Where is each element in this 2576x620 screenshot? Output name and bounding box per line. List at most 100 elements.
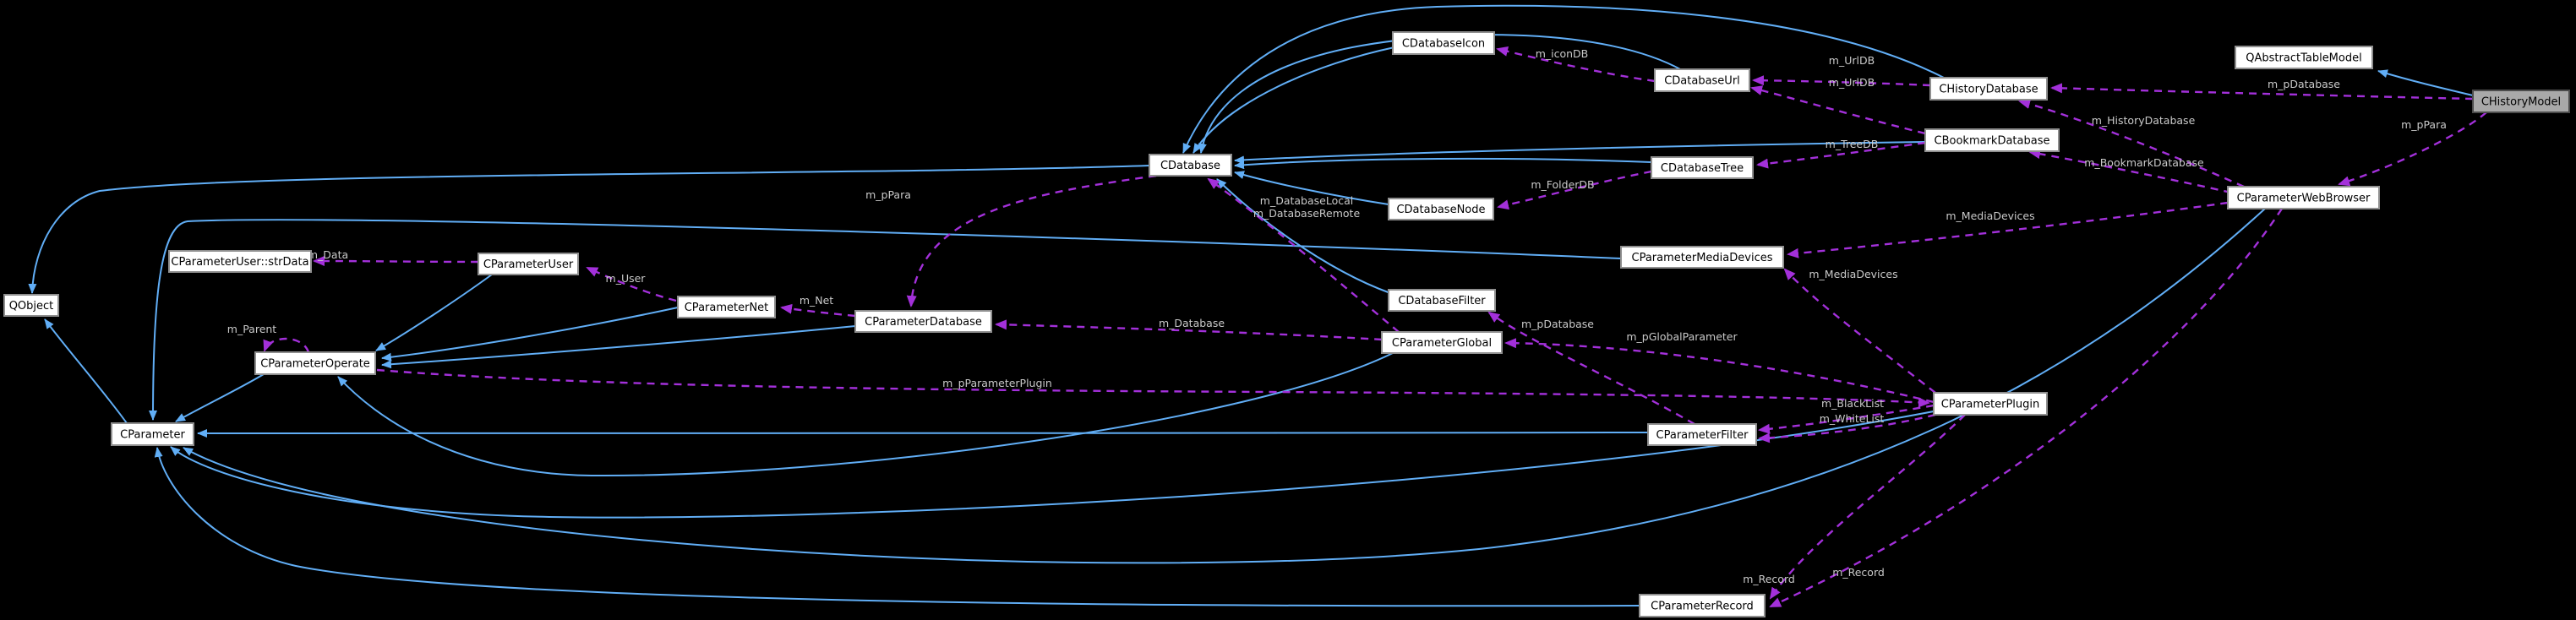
edge-label: m_WhiteList xyxy=(1820,412,1885,425)
edge-label: m_MediaDevices xyxy=(1809,268,1897,280)
node-box[interactable] xyxy=(1933,392,2048,416)
edge-CParameterOperate-CParameterOperate xyxy=(263,337,310,353)
node-CParameterOperate[interactable]: CParameterOperate xyxy=(254,351,376,375)
node-label: CParameterMediaDevices xyxy=(1632,252,1773,264)
node-box[interactable] xyxy=(1392,31,1495,55)
node-box[interactable] xyxy=(2235,46,2373,69)
node-label: QAbstractTableModel xyxy=(2246,52,2361,65)
node-box[interactable] xyxy=(111,422,194,446)
edge-CDatabaseTree-CDatabaseNode xyxy=(1497,170,1652,210)
edge-CParameterDatabase-CParameterOperate xyxy=(381,325,856,369)
node-CDatabase[interactable]: CDatabase xyxy=(1149,154,1232,177)
node-CHistoryDatabase[interactable]: CHistoryDatabase xyxy=(1929,77,2048,101)
edge-label: m_pPara xyxy=(865,188,911,201)
node-CHistoryModel[interactable]: CHistoryModel xyxy=(2472,90,2570,113)
edge-CParameterPlugin-CParameter xyxy=(170,411,1935,519)
edge-label: m_Net xyxy=(800,294,833,307)
edge-label: m_MediaDevices xyxy=(1946,209,2034,222)
node-QAbstractTableModel[interactable]: QAbstractTableModel xyxy=(2235,46,2373,69)
edge-label: m_DatabaseLocal xyxy=(1260,194,1353,207)
node-box[interactable] xyxy=(1651,156,1754,179)
node-box[interactable] xyxy=(168,250,312,273)
edge-CHistoryDatabase-CDatabaseUrl xyxy=(1752,75,1931,87)
edge-label: m_UrlDB xyxy=(1829,76,1875,89)
node-CDatabaseIcon[interactable]: CDatabaseIcon xyxy=(1392,31,1495,55)
edge-label: m_pGlobalParameter xyxy=(1626,330,1738,343)
node-box[interactable] xyxy=(478,253,579,275)
node-box[interactable] xyxy=(677,296,776,318)
edge-CParameterNet-CParameterUser xyxy=(586,266,677,302)
node-CParameterMediaDevices[interactable]: CParameterMediaDevices xyxy=(1620,246,1784,269)
node-box[interactable] xyxy=(854,310,992,333)
node-label: CHistoryModel xyxy=(2481,96,2561,109)
edge-CParameterPlugin-CParameterGlobal xyxy=(1504,338,1935,404)
node-box[interactable] xyxy=(3,294,59,317)
edge-CParameterPlugin-CParameterMediaDevices xyxy=(1783,268,1936,394)
node-box[interactable] xyxy=(1381,331,1503,354)
edge-CDatabaseNode-CDatabase xyxy=(1234,171,1389,205)
node-CParameterWebBrowser[interactable]: CParameterWebBrowser xyxy=(2227,186,2380,209)
edge-CParameter-QObject xyxy=(44,318,128,424)
edge-CParameterRecord-CParameter xyxy=(154,447,1640,607)
node-box[interactable] xyxy=(2472,90,2570,113)
edge-label: m_HistoryDatabase xyxy=(2092,114,2196,127)
node-CDatabaseTree[interactable]: CDatabaseTree xyxy=(1651,156,1754,179)
node-box[interactable] xyxy=(1620,246,1784,269)
edge-label: m_Data xyxy=(308,248,348,261)
node-label: CParameterGlobal xyxy=(1392,337,1492,350)
edge-label: m_FolderDB xyxy=(1531,178,1594,191)
edge-CDatabaseTree-CDatabase xyxy=(1234,157,1652,170)
node-CParameterUser::strData[interactable]: CParameterUser::strData xyxy=(168,250,312,273)
node-label: QObject xyxy=(9,300,54,313)
node-box[interactable] xyxy=(1929,77,2048,101)
edge-CHistoryModel-CHistoryDatabase xyxy=(2050,83,2474,101)
node-label: CHistoryDatabase xyxy=(1939,84,2038,96)
edge-CParameterOperate-CParameterPlugin xyxy=(376,368,1930,408)
edge-label: m_Database xyxy=(1159,317,1225,329)
edge-CBookmarkDatabase-CDatabase xyxy=(1234,141,1926,165)
node-box[interactable] xyxy=(1149,154,1232,177)
edge-CParameterWebBrowser-CParameterMediaDevices xyxy=(1787,201,2229,258)
node-box[interactable] xyxy=(254,351,376,375)
node-box[interactable] xyxy=(1647,423,1757,446)
edge-CDatabaseFilter-CDatabase xyxy=(1216,178,1391,294)
edge-CParameterNet-CParameterOperate xyxy=(381,307,679,362)
edge-CParameterOperate-CParameter xyxy=(175,373,265,422)
node-QObject[interactable]: QObject xyxy=(3,294,59,317)
node-box[interactable] xyxy=(2227,186,2380,209)
node-CBookmarkDatabase[interactable]: CBookmarkDatabase xyxy=(1924,128,2060,152)
node-CDatabaseNode[interactable]: CDatabaseNode xyxy=(1388,198,1494,220)
edge-CParameterGlobal-CDatabase xyxy=(1207,177,1400,333)
node-box[interactable] xyxy=(1388,289,1496,312)
node-CDatabaseUrl[interactable]: CDatabaseUrl xyxy=(1654,68,1750,92)
node-CParameterRecord[interactable]: CParameterRecord xyxy=(1639,594,1766,617)
node-CDatabaseFilter[interactable]: CDatabaseFilter xyxy=(1388,289,1496,312)
edge-CParameterFilter-CParameter xyxy=(197,428,1649,438)
node-label: CDatabaseFilter xyxy=(1398,295,1486,307)
edge-CBookmarkDatabase-CDatabaseTree xyxy=(1756,141,1926,169)
node-CParameter[interactable]: CParameter xyxy=(111,422,194,446)
node-CParameterUser[interactable]: CParameterUser xyxy=(478,253,579,275)
edge-CParameterPlugin-CParameterRecord xyxy=(1769,414,1966,600)
node-label: CDatabaseUrl xyxy=(1664,75,1740,88)
node-label: CDatabaseTree xyxy=(1661,162,1744,175)
node-box[interactable] xyxy=(1924,128,2060,152)
node-CParameterPlugin[interactable]: CParameterPlugin xyxy=(1933,392,2048,416)
edge-CParameterDatabase-CParameterNet xyxy=(780,303,856,318)
node-CParameterNet[interactable]: CParameterNet xyxy=(677,296,776,318)
edge-label: m_BlackList xyxy=(1821,397,1884,410)
edge-label: m_pPara xyxy=(2401,118,2447,131)
node-label: CParameterDatabase xyxy=(865,316,982,329)
node-box[interactable] xyxy=(1654,68,1750,92)
node-CParameterDatabase[interactable]: CParameterDatabase xyxy=(854,310,992,333)
node-CParameterFilter[interactable]: CParameterFilter xyxy=(1647,423,1757,446)
node-box[interactable] xyxy=(1388,198,1494,220)
node-CParameterGlobal[interactable]: CParameterGlobal xyxy=(1381,331,1503,354)
node-label: CParameterWebBrowser xyxy=(2237,193,2371,205)
edge-CDatabaseIcon-CDatabase xyxy=(1192,46,1395,154)
node-box[interactable] xyxy=(1639,594,1766,617)
